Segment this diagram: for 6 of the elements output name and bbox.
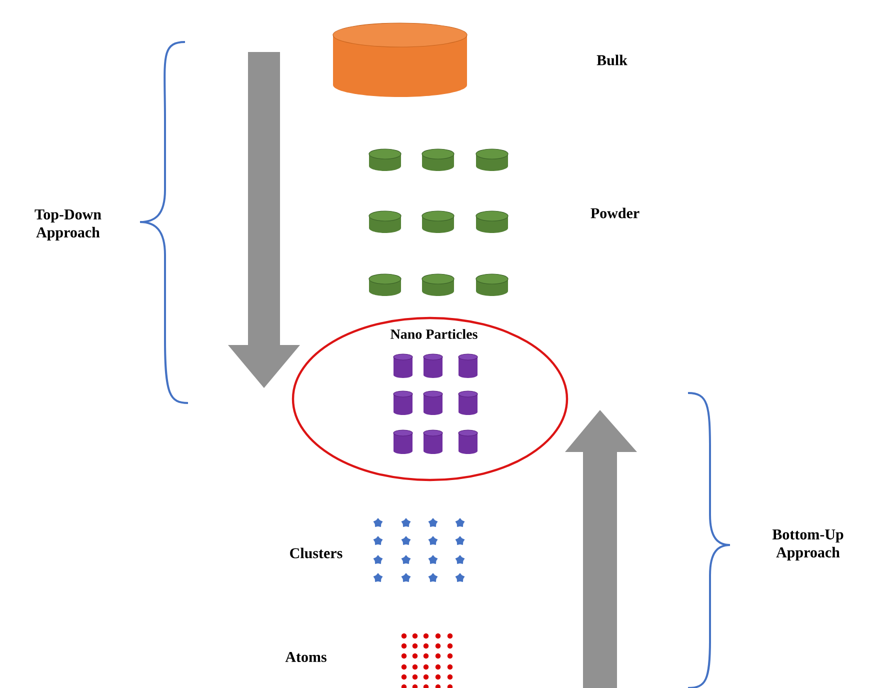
approach-label: Top-Down Approach xyxy=(34,210,102,241)
stage-label: Powder xyxy=(590,208,640,218)
stage-label: Clusters xyxy=(290,548,342,558)
stage-label: Bulk xyxy=(596,54,628,66)
approach-label: Bottom-Up Approach xyxy=(772,530,844,561)
stage-label: Atoms xyxy=(285,652,326,662)
